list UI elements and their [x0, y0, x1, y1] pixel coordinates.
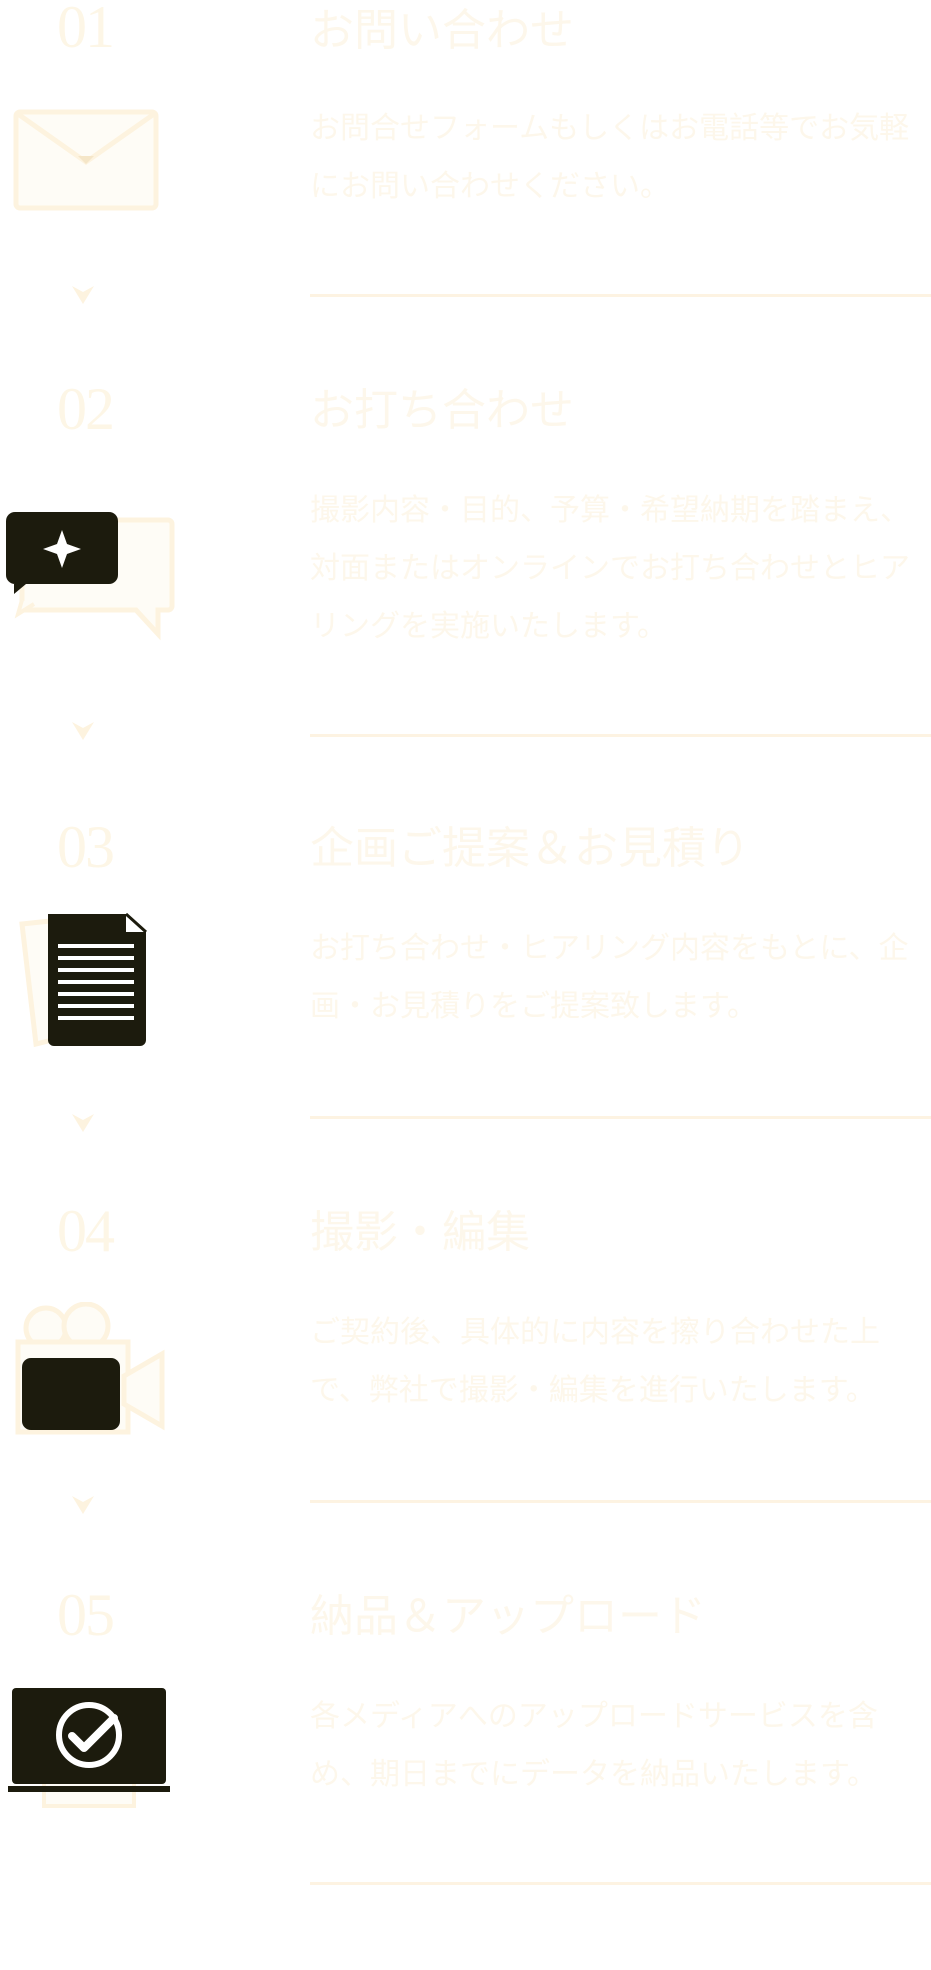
divider: [310, 294, 931, 297]
divider: [310, 734, 931, 737]
step-01: 01 お問い合わせ お問合せフォームもしくはお電話等でお気軽にお問い合わせくださ…: [0, 0, 931, 382]
down-arrow-icon: [68, 718, 98, 742]
divider: [310, 1500, 931, 1503]
step-description: お問合せフォームもしくはお電話等でお気軽にお問い合わせください。: [310, 111, 910, 204]
envelope-icon: [0, 100, 180, 240]
step-description: 各メディアへのアップロードサービスを含め、期日までにデータを納品いたします。: [310, 1699, 878, 1792]
divider: [310, 1882, 931, 1885]
step-title: 企画ご提案＆お見積り: [310, 823, 750, 874]
step-03: 03 企画ご提案＆お見積り お打ち合わせ・ヒアリング内容をもとに、企画・お見積り…: [0, 814, 931, 1202]
step-description: 撮影内容・目的、予算・希望納期を踏まえ、対面またはオンラインでお打ち合わせとヒア…: [310, 493, 910, 644]
laptop-check-icon: [0, 1682, 180, 1822]
chat-bubbles-icon: [0, 504, 180, 644]
down-arrow-icon: [68, 282, 98, 306]
down-arrow-icon: [68, 1110, 98, 1134]
document-icon: [0, 910, 180, 1050]
step-number: 01: [57, 0, 115, 60]
step-title: 撮影・編集: [310, 1207, 530, 1258]
down-arrow-icon: [68, 1492, 98, 1516]
step-number: 03: [57, 814, 115, 880]
step-description: お打ち合わせ・ヒアリング内容をもとに、企画・お見積りをご提案致します。: [310, 931, 909, 1024]
step-04: 04 撮影・編集 ご契約後、具体的に内容を擦り合わせた上で、弊社で撮影・編集を進…: [0, 1198, 931, 1586]
step-title: お問い合わせ: [310, 5, 574, 56]
step-number: 02: [57, 376, 115, 442]
video-camera-icon: [0, 1302, 180, 1442]
step-number: 04: [57, 1198, 115, 1264]
step-05: 05 納品＆アップロード 各メディアへのアップロードサービスを含め、期日までにデ…: [0, 1582, 931, 1970]
step-title: お打ち合わせ: [310, 385, 574, 436]
step-02: 02 お打ち合わせ 撮影内容・目的、予算・希望納期を踏まえ、対面またはオンライン…: [0, 376, 931, 764]
step-number: 05: [57, 1582, 115, 1648]
step-title: 納品＆アップロード: [310, 1591, 706, 1642]
divider: [310, 1116, 931, 1119]
step-description: ご契約後、具体的に内容を擦り合わせた上で、弊社で撮影・編集を進行いたします。: [310, 1315, 880, 1408]
